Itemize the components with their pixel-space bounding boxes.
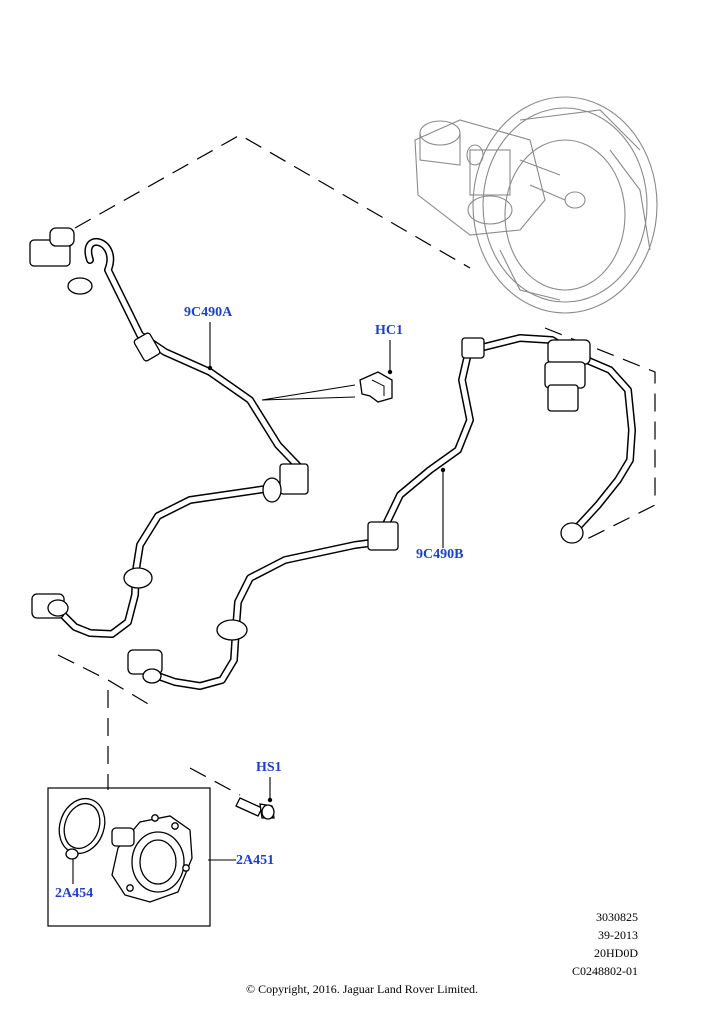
vacuum-pump-2a451 — [111, 814, 193, 903]
reference-codes: 3030825 39-2013 20HD0D C0248802-01 — [572, 908, 638, 980]
copyright-notice: © Copyright, 2016. Jaguar Land Rover Lim… — [245, 982, 479, 996]
brake-booster-ghost — [414, 96, 658, 314]
reference-code: C0248802-01 — [572, 964, 638, 978]
reference-code: 20HD0D — [594, 946, 638, 960]
reference-code: 39-2013 — [598, 928, 638, 942]
seal-ring-2a454 — [58, 797, 106, 860]
bolt-hs1 — [235, 797, 275, 820]
callout-hc1[interactable]: HC1 — [375, 323, 403, 338]
callout-2a451[interactable]: 2A451 — [236, 853, 275, 868]
vacuum-hose-9c490a — [29, 227, 309, 638]
leader-lines — [72, 322, 444, 884]
hose-clip-hc1 — [261, 371, 393, 403]
callout-hs1[interactable]: HS1 — [256, 760, 282, 775]
vacuum-hose-9c490b — [367, 334, 636, 551]
callout-9c490b[interactable]: 9C490B — [416, 547, 464, 562]
assembly-guide-lines — [57, 134, 656, 796]
reference-code: 3030825 — [596, 910, 638, 924]
vacuum-hose-connector — [127, 538, 382, 690]
callout-9c490a[interactable]: 9C490A — [184, 305, 233, 320]
callout-2a454[interactable]: 2A454 — [55, 886, 94, 901]
pump-assembly-frame — [47, 787, 211, 927]
